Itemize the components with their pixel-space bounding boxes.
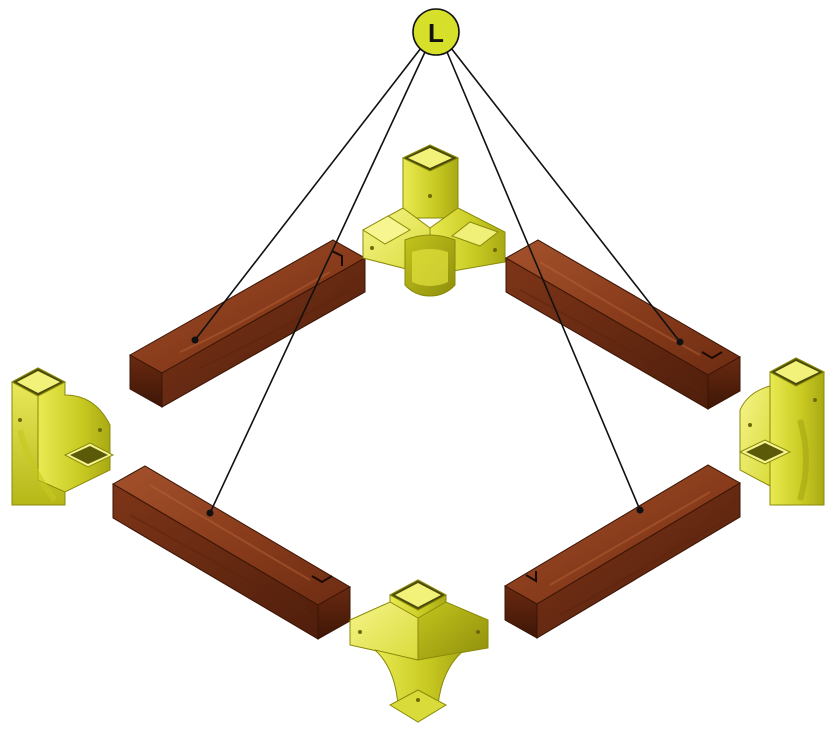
leader-dot-upper-left (191, 336, 199, 344)
callout-circle (412, 8, 460, 56)
connector-right (738, 357, 826, 506)
leader-endpoints (191, 336, 684, 517)
connector-left (10, 367, 115, 506)
leader-line-upper-right (450, 47, 681, 343)
leader-line-upper-left (194, 47, 422, 341)
beam-lower-right (504, 464, 741, 639)
leader-lines (194, 47, 681, 514)
leader-line-lower-right (446, 51, 641, 511)
leader-dot-lower-right (636, 506, 644, 514)
beam-upper-right (504, 239, 742, 410)
leader-line-lower-left (209, 51, 426, 514)
leader-dot-upper-right (676, 338, 684, 346)
beam-lower-left (111, 465, 352, 640)
callout-badge: L (412, 8, 460, 56)
callout-label: L (428, 18, 444, 48)
connector-bottom (349, 579, 489, 723)
beam-upper-left (128, 239, 367, 408)
connector-top (362, 144, 506, 297)
leader-dot-lower-left (206, 509, 214, 517)
